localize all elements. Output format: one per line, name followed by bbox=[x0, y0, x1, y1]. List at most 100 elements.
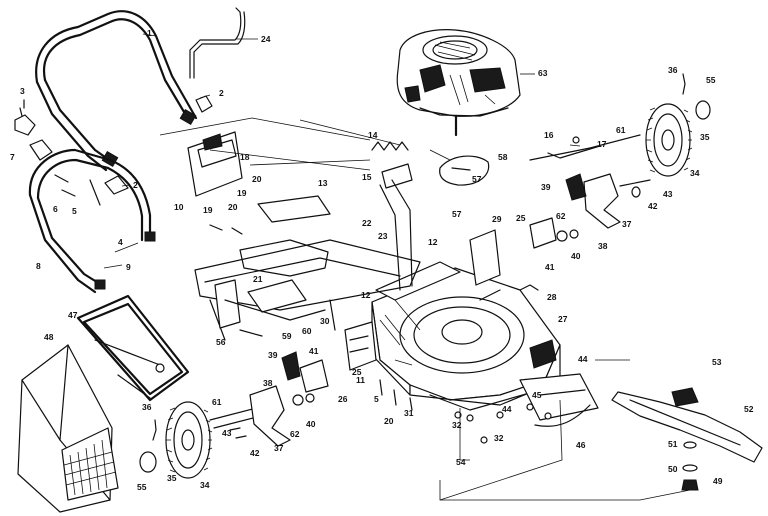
part-label-19a: 19 bbox=[237, 188, 247, 198]
part-label-46: 46 bbox=[576, 440, 586, 450]
part-label-8: 8 bbox=[36, 261, 41, 271]
part-label-34a: 34 bbox=[690, 168, 700, 178]
part-label-45: 45 bbox=[532, 390, 542, 400]
part-label-13: 13 bbox=[318, 178, 328, 188]
part-label-6: 6 bbox=[53, 204, 58, 214]
part-label-41b: 41 bbox=[309, 346, 319, 356]
mower-deck bbox=[371, 261, 561, 411]
part-label-60: 60 bbox=[302, 326, 312, 336]
part-label-62b: 62 bbox=[290, 429, 300, 439]
part-label-10: 10 bbox=[174, 202, 184, 212]
leader-lines bbox=[103, 33, 691, 501]
part-label-35a: 35 bbox=[700, 132, 710, 142]
wheel-bolt-upper bbox=[619, 179, 651, 198]
rear-wheel-upper bbox=[645, 73, 711, 177]
part-label-21: 21 bbox=[253, 274, 263, 284]
part-label-14: 14 bbox=[368, 130, 378, 140]
part-label-16: 16 bbox=[544, 130, 554, 140]
height-lever-upper bbox=[529, 173, 621, 249]
part-label-39a: 39 bbox=[541, 182, 551, 192]
part-label-24: 24 bbox=[261, 34, 271, 44]
part-label-62a: 62 bbox=[556, 211, 566, 221]
part-label-2a: 2 bbox=[219, 88, 224, 98]
part-label-20c: 20 bbox=[384, 416, 394, 426]
part-label-25b: 25 bbox=[352, 367, 362, 377]
engine bbox=[396, 29, 521, 137]
deck-baffle bbox=[519, 373, 599, 427]
part-label-32b: 32 bbox=[494, 433, 504, 443]
part-label-29: 29 bbox=[492, 214, 502, 224]
part-label-2b: 2 bbox=[133, 180, 138, 190]
part-label-20b: 20 bbox=[228, 202, 238, 212]
part-label-26: 26 bbox=[338, 394, 348, 404]
part-label-12b: 12 bbox=[361, 290, 371, 300]
part-label-57b: 57 bbox=[452, 209, 462, 219]
wheel-axle-upper bbox=[529, 134, 641, 161]
part-label-47: 47 bbox=[68, 310, 78, 320]
part-label-20a: 20 bbox=[252, 174, 262, 184]
part-label-51: 51 bbox=[668, 439, 678, 449]
part-label-52: 52 bbox=[744, 404, 754, 414]
part-label-38a: 38 bbox=[598, 241, 608, 251]
part-label-15: 15 bbox=[362, 172, 372, 182]
part-label-7: 7 bbox=[10, 152, 15, 162]
height-lever-lower bbox=[229, 351, 329, 447]
part-label-3: 3 bbox=[20, 86, 25, 96]
part-label-27: 27 bbox=[558, 314, 568, 324]
deck-side-bracket bbox=[344, 229, 501, 371]
part-label-50: 50 bbox=[668, 464, 678, 474]
part-label-39b: 39 bbox=[268, 350, 278, 360]
part-label-34b: 34 bbox=[200, 480, 210, 490]
part-label-37b: 37 bbox=[274, 443, 284, 453]
part-label-36b: 36 bbox=[142, 402, 152, 412]
part-label-23: 23 bbox=[378, 231, 388, 241]
part-label-54: 54 bbox=[456, 457, 466, 467]
part-label-4: 4 bbox=[118, 237, 123, 247]
handle-knob bbox=[195, 95, 213, 113]
part-label-59: 59 bbox=[282, 331, 292, 341]
deck-fasteners bbox=[454, 403, 552, 444]
part-label-35b: 35 bbox=[167, 473, 177, 483]
misc-fasteners bbox=[209, 136, 601, 411]
part-label-17: 17 bbox=[597, 139, 607, 149]
part-label-5a: 5 bbox=[72, 206, 77, 216]
part-label-56: 56 bbox=[216, 337, 226, 347]
part-label-58: 58 bbox=[498, 152, 508, 162]
part-label-36a: 36 bbox=[668, 65, 678, 75]
part-label-40b: 40 bbox=[306, 419, 316, 429]
part-label-19b: 19 bbox=[203, 205, 213, 215]
part-label-1: 1 bbox=[147, 28, 152, 38]
part-label-43a: 43 bbox=[663, 189, 673, 199]
part-label-63: 63 bbox=[538, 68, 548, 78]
part-label-55b: 55 bbox=[137, 482, 147, 492]
blade-adapter bbox=[671, 387, 699, 491]
part-label-11: 11 bbox=[356, 375, 365, 385]
rear-door-panel bbox=[187, 131, 243, 197]
part-label-48: 48 bbox=[44, 332, 54, 342]
part-label-41a: 41 bbox=[545, 262, 555, 272]
control-rod bbox=[189, 7, 246, 79]
part-label-44b: 44 bbox=[502, 404, 512, 414]
part-label-25a: 25 bbox=[516, 213, 526, 223]
part-label-32a: 32 bbox=[452, 420, 462, 430]
part-label-44a: 44 bbox=[578, 354, 588, 364]
part-label-18: 18 bbox=[240, 152, 250, 162]
height-adjust-bracket bbox=[379, 179, 413, 291]
grass-catcher-frame bbox=[76, 294, 190, 402]
part-label-31: 31 bbox=[404, 408, 414, 418]
part-label-9: 9 bbox=[126, 262, 131, 272]
grass-catcher-bag bbox=[17, 344, 119, 513]
part-label-55a: 55 bbox=[706, 75, 716, 85]
part-label-5b: 5 bbox=[374, 394, 379, 404]
upper-handle bbox=[35, 10, 198, 172]
lower-handle bbox=[28, 148, 156, 294]
part-label-22: 22 bbox=[362, 218, 372, 228]
part-label-30: 30 bbox=[320, 316, 330, 326]
part-label-49: 49 bbox=[713, 476, 723, 486]
engine-clip bbox=[439, 155, 490, 186]
rear-wheel-lower bbox=[139, 401, 213, 479]
part-label-42a: 42 bbox=[648, 201, 658, 211]
part-label-61a: 61 bbox=[616, 125, 626, 135]
